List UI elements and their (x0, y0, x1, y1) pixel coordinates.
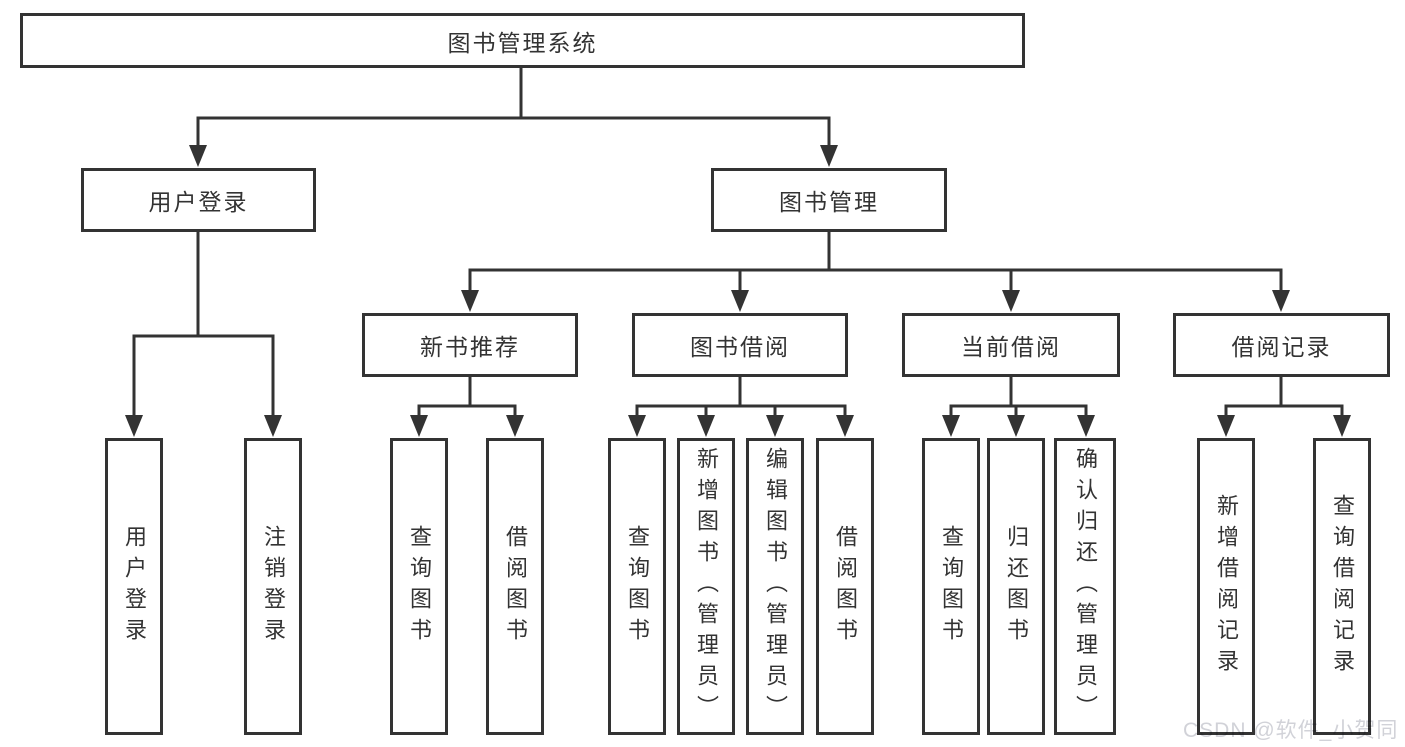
leaf-confirm-return-admin: 确认归还（管理员） (1054, 438, 1116, 735)
arrowhead-icon (942, 415, 960, 437)
node-borrow-records: 借阅记录 (1173, 313, 1390, 377)
arrowhead-icon (1272, 290, 1290, 312)
node-system: 图书管理系统 (20, 13, 1025, 68)
leaf-query-books-borrow: 查询图书 (608, 438, 666, 735)
node-user-login: 用户登录 (81, 168, 316, 232)
arrowhead-icon (628, 415, 646, 437)
connector-group (628, 376, 854, 437)
node-new-book-recommend: 新书推荐 (362, 313, 578, 377)
arrowhead-icon (410, 415, 428, 437)
arrowhead-icon (264, 415, 282, 437)
leaf-return-book: 归还图书 (987, 438, 1045, 735)
connector-group (410, 376, 524, 437)
arrowhead-icon (697, 415, 715, 437)
arrowhead-icon (836, 415, 854, 437)
connector-lines (417, 376, 517, 419)
connector-group (942, 376, 1095, 437)
leaf-user-login: 用户登录 (105, 438, 163, 735)
leaf-logout: 注销登录 (244, 438, 302, 735)
arrowhead-icon (1002, 290, 1020, 312)
arrowhead-icon (1077, 415, 1095, 437)
node-book-borrow: 图书借阅 (632, 313, 848, 377)
leaf-query-books-current: 查询图书 (922, 438, 980, 735)
arrowhead-icon (820, 145, 838, 167)
node-book-management: 图书管理 (711, 168, 947, 232)
arrowhead-icon (766, 415, 784, 437)
leaf-borrow-books-recommend: 借阅图书 (486, 438, 544, 735)
connector-lines (635, 376, 847, 419)
leaf-add-book-admin: 新增图书（管理员） (677, 438, 735, 735)
arrowhead-icon (1007, 415, 1025, 437)
leaf-edit-book-admin: 编辑图书（管理员） (746, 438, 804, 735)
connector-lines (949, 376, 1088, 419)
connector-group (189, 67, 838, 167)
leaf-add-borrow-record: 新增借阅记录 (1197, 438, 1255, 735)
connector-group (461, 231, 1290, 312)
arrowhead-icon (125, 415, 143, 437)
connector-group (1217, 376, 1351, 437)
arrowhead-icon (461, 290, 479, 312)
leaf-borrow-books: 借阅图书 (816, 438, 874, 735)
connector-lines (1224, 376, 1344, 419)
connector-lines (196, 67, 831, 149)
connector-lines (132, 231, 275, 419)
leaf-query-borrow-record: 查询借阅记录 (1313, 438, 1371, 735)
arrowhead-icon (506, 415, 524, 437)
arrowhead-icon (189, 145, 207, 167)
watermark: CSDN @软件_小贺同学 (1183, 719, 1399, 742)
arrowhead-icon (1217, 415, 1235, 437)
node-current-borrow: 当前借阅 (902, 313, 1120, 377)
connector-lines (468, 231, 1283, 294)
connector-group (125, 231, 282, 437)
arrowhead-icon (1333, 415, 1351, 437)
leaf-query-books-recommend: 查询图书 (390, 438, 448, 735)
arrowhead-icon (731, 290, 749, 312)
